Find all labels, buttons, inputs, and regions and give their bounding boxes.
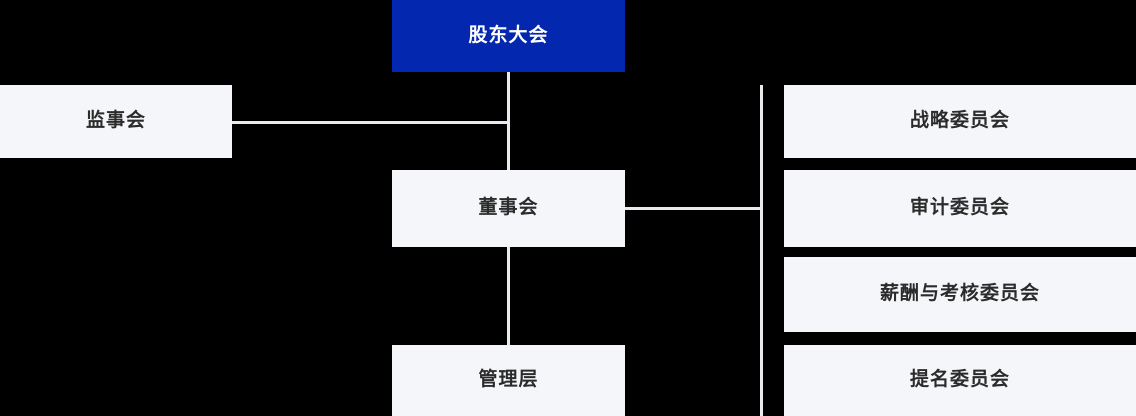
node-committee-audit[interactable]: 审计委员会 [784,170,1136,247]
node-board-of-directors[interactable]: 董事会 [392,170,625,247]
node-shareholders-meeting[interactable]: 股东大会 [392,0,625,72]
node-label-board-of-directors: 董事会 [478,197,539,219]
node-label-committee-remuneration: 薪酬与考核委员会 [879,283,1040,305]
node-committee-strategy[interactable]: 战略委员会 [784,85,1136,158]
connector-board-to-committees [625,207,763,210]
node-label-board-of-supervisors: 监事会 [85,110,146,132]
node-label-management: 管理层 [478,369,539,391]
node-management[interactable]: 管理层 [392,345,625,416]
node-committee-nomination[interactable]: 提名委员会 [784,345,1136,416]
connector-committee-spine [760,85,763,416]
node-board-of-supervisors[interactable]: 监事会 [0,85,232,158]
connector-supervisors-to-trunk [232,121,510,124]
connector-board-to-management [507,247,510,345]
node-committee-remuneration[interactable]: 薪酬与考核委员会 [784,257,1136,332]
node-label-shareholders-meeting: 股东大会 [468,24,549,46]
node-label-committee-audit: 审计委员会 [909,197,1010,219]
node-label-committee-nomination: 提名委员会 [909,369,1010,391]
node-label-committee-strategy: 战略委员会 [909,110,1010,132]
